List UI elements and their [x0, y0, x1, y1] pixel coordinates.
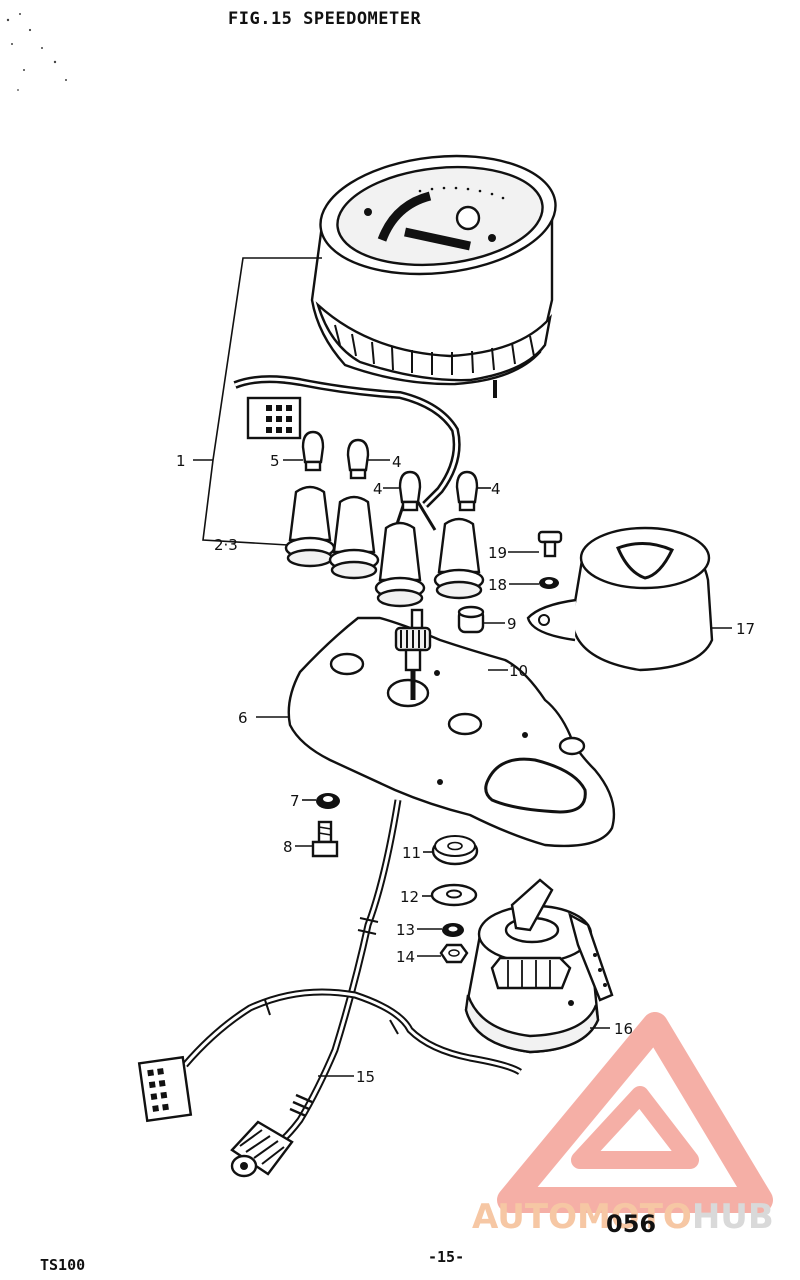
bulb-4a: [346, 438, 370, 480]
socket-1: [284, 485, 336, 568]
ignition-wiring: [137, 988, 523, 1123]
bulb-4c: [455, 470, 479, 512]
callout-4b: 4: [373, 480, 383, 498]
screw-19: [537, 530, 563, 558]
socket-2: [328, 495, 380, 580]
speedometer-cable-15: [230, 799, 402, 1178]
bulb-5: [301, 430, 325, 472]
callout-9: 9: [507, 615, 517, 633]
model-name: TS100: [40, 1256, 85, 1274]
ignition-switch-16: [464, 878, 614, 1054]
callout-4a: 4: [392, 453, 402, 471]
callout-4c: 4: [491, 480, 501, 498]
drive-gear: [394, 608, 432, 700]
socket-3: [374, 521, 426, 608]
washer-12: [430, 883, 478, 907]
mounting-plate-6: [287, 616, 616, 848]
callout-18: 18: [488, 576, 507, 594]
washer-18: [539, 577, 559, 589]
scan-specks: [6, 13, 67, 91]
callout-7: 7: [290, 792, 300, 810]
catalog-code: 056: [606, 1210, 656, 1238]
bolt-8: [311, 820, 339, 858]
washer-11: [431, 835, 479, 866]
callout-17: 17: [736, 620, 755, 638]
callout-2-3: 2·3: [214, 536, 238, 554]
socket-4: [433, 517, 485, 600]
callout-11: 11: [402, 844, 421, 862]
cover-17: [526, 526, 714, 672]
callout-19: 19: [488, 544, 507, 562]
bulb-4b: [398, 470, 422, 512]
cap-9: [457, 605, 485, 634]
callout-13: 13: [396, 921, 415, 939]
washer-13: [442, 923, 464, 937]
callout-6: 6: [238, 709, 248, 727]
callout-1: 1: [176, 452, 186, 470]
nut-7: [316, 793, 340, 809]
figure-title: FIG.15 SPEEDOMETER: [228, 9, 421, 29]
callout-8: 8: [283, 838, 293, 856]
callout-15: 15: [356, 1068, 375, 1086]
callout-5: 5: [270, 452, 280, 470]
leader-lines: [256, 459, 732, 1077]
callout-10: 10: [509, 662, 528, 680]
callout-12: 12: [400, 888, 419, 906]
speedometer-head: [310, 154, 557, 398]
page-number: -15-: [428, 1248, 464, 1266]
watermark-text: AUTOMOTOHUB: [472, 1197, 774, 1237]
callout-14: 14: [396, 948, 415, 966]
wiring-harness: [233, 375, 461, 531]
nut-14: [439, 943, 469, 964]
callout-16: 16: [614, 1020, 633, 1038]
watermark-logo: AUTOMOTOHUB: [472, 1012, 774, 1237]
